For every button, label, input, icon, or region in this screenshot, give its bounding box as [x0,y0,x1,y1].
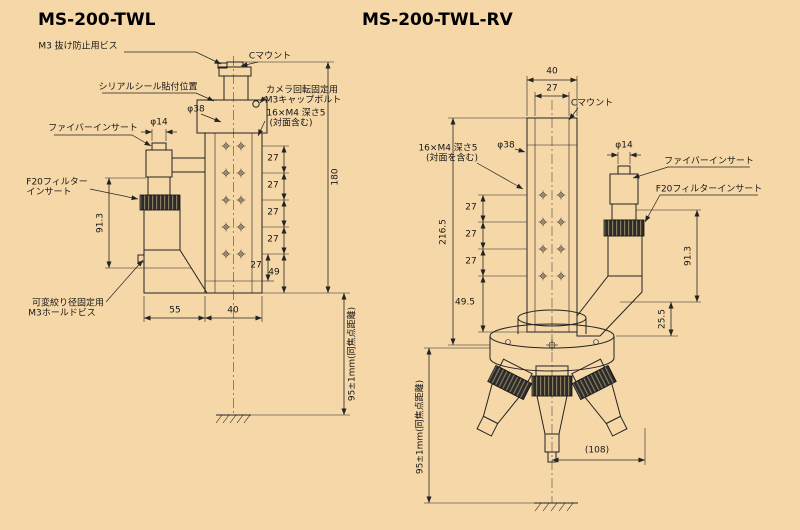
right-fiber-insert-assembly [576,165,645,337]
dim-pitch-27: 27 [465,256,477,267]
dim-27-top: 27 [546,83,558,94]
dim-pitch-27: 27 [465,229,477,240]
dim-pitch-27: 27 [267,180,279,191]
f20-filter-ring [603,219,645,237]
dim-40: 40 [227,305,239,316]
fiber-insert-knob [617,165,631,175]
dim-108: (108) [584,445,610,456]
objective-right [571,358,628,437]
label-fiber-insert-left: ファイバーインサート [48,123,138,134]
left-c-mount [217,61,252,101]
dim-pitch-27: 27 [465,202,477,213]
dim-focal-left: 95±1mm(同焦点距離) [347,306,358,402]
label-c-mount-left: Cマウント [248,51,292,62]
label-c-mount-right: Cマウント [570,98,614,109]
dim-dia38-right: φ38 [497,140,515,151]
dim-25-5: 25.5 [657,308,668,330]
label-m4-holes-left-1: 16×M4 深さ5 [266,108,326,119]
dim-dia14-left: φ14 [150,117,168,128]
fiber-insert-knob [151,142,167,151]
label-camera-fix-2: M3キャップボルト [264,95,342,106]
left-dimension-lines [105,61,350,416]
right-dimension-lines [424,76,701,504]
left-column [204,132,263,294]
dim-dia14-right: φ14 [615,140,633,151]
objective-center [531,365,573,463]
dim-55: 55 [169,305,181,316]
dim-49-5: 49.5 [454,297,476,308]
label-m4-holes-right-2: (対面を含む) [425,153,479,164]
left-ground-symbol [215,414,251,424]
label-aperture-1: 可変絞り径固定用 [31,298,105,309]
label-m3-screw: M3 抜け防止用ビス [38,41,118,52]
dim-40-top: 40 [546,66,558,77]
right-column [526,117,578,333]
dim-216-5: 216.5 [438,219,449,245]
objective-turret [489,309,615,372]
label-aperture-2: M3ホールドビス [28,308,96,319]
dim-91-3-right: 91.3 [683,245,694,267]
right-title: MS-200-TWL-RV [362,10,513,30]
left-body [137,61,268,294]
dim-inner-27: 27 [250,260,262,271]
label-f20-right: F20フィルターインサート [655,184,763,195]
dim-focal-right: 95±1mm(同焦点距離) [415,379,426,475]
camera-fix-bolt [252,100,260,108]
objective-left [476,358,533,437]
label-f20-left-1: F20フィルター [26,177,88,188]
dim-pitch-27: 27 [267,207,279,218]
left-title: MS-200-TWL [38,10,156,30]
label-camera-fix-1: カメラ回転固定用 [265,85,339,96]
label-m4-holes-left-2: (対面含む) [269,118,313,129]
f20-filter-ring [139,194,181,211]
dim-180: 180 [330,168,341,186]
label-fiber-insert-right: ファイバーインサート [664,156,754,167]
label-m4-holes-right-1: 16×M4 深さ5 [418,143,478,154]
label-f20-left-2: インサート [26,187,72,198]
dim-pitch-27: 27 [267,153,279,164]
aperture-hold-screw [137,254,145,263]
dim-49: 49 [268,267,280,278]
right-ground-symbol [534,502,578,512]
left-fiber-insert-assembly [137,142,208,294]
dim-pitch-27: 27 [267,234,279,245]
dim-91-3-left: 91.3 [95,212,106,234]
left-leader-lines [54,51,267,303]
label-serial-seal: シリアルシール貼付位置 [98,82,198,93]
right-body [476,117,645,463]
dim-dia38-left: φ38 [187,104,205,115]
right-leader-lines [476,107,758,223]
